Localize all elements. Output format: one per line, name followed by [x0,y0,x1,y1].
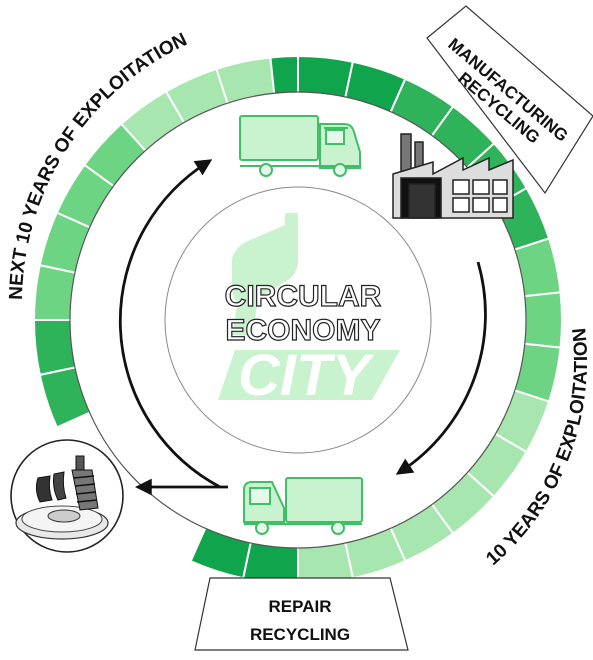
ring-segment [521,291,563,349]
brake-parts-icon [10,439,124,553]
logo-leaf [232,213,298,304]
truck-icon [243,477,363,535]
logo-city-band [218,350,400,400]
logo-city-text: CITY [238,343,375,408]
cycle-arrow-left [118,159,221,489]
factory-icon [392,133,514,219]
repair-recycling-label: REPAIR RECYCLING [194,577,409,651]
repair-line2: RECYCLING [250,625,350,644]
logo-stem [232,300,258,335]
repair-line1: REPAIR [269,597,332,616]
center-title-line2: ECONOMY [225,314,380,347]
cycle-arrow-right [395,261,487,475]
truck-icon [239,115,361,177]
ring-segment [269,54,299,97]
center-title-line1: CIRCULAR [225,280,382,313]
city-logo: CITY [218,213,400,408]
inner-ring-outline [69,91,527,549]
